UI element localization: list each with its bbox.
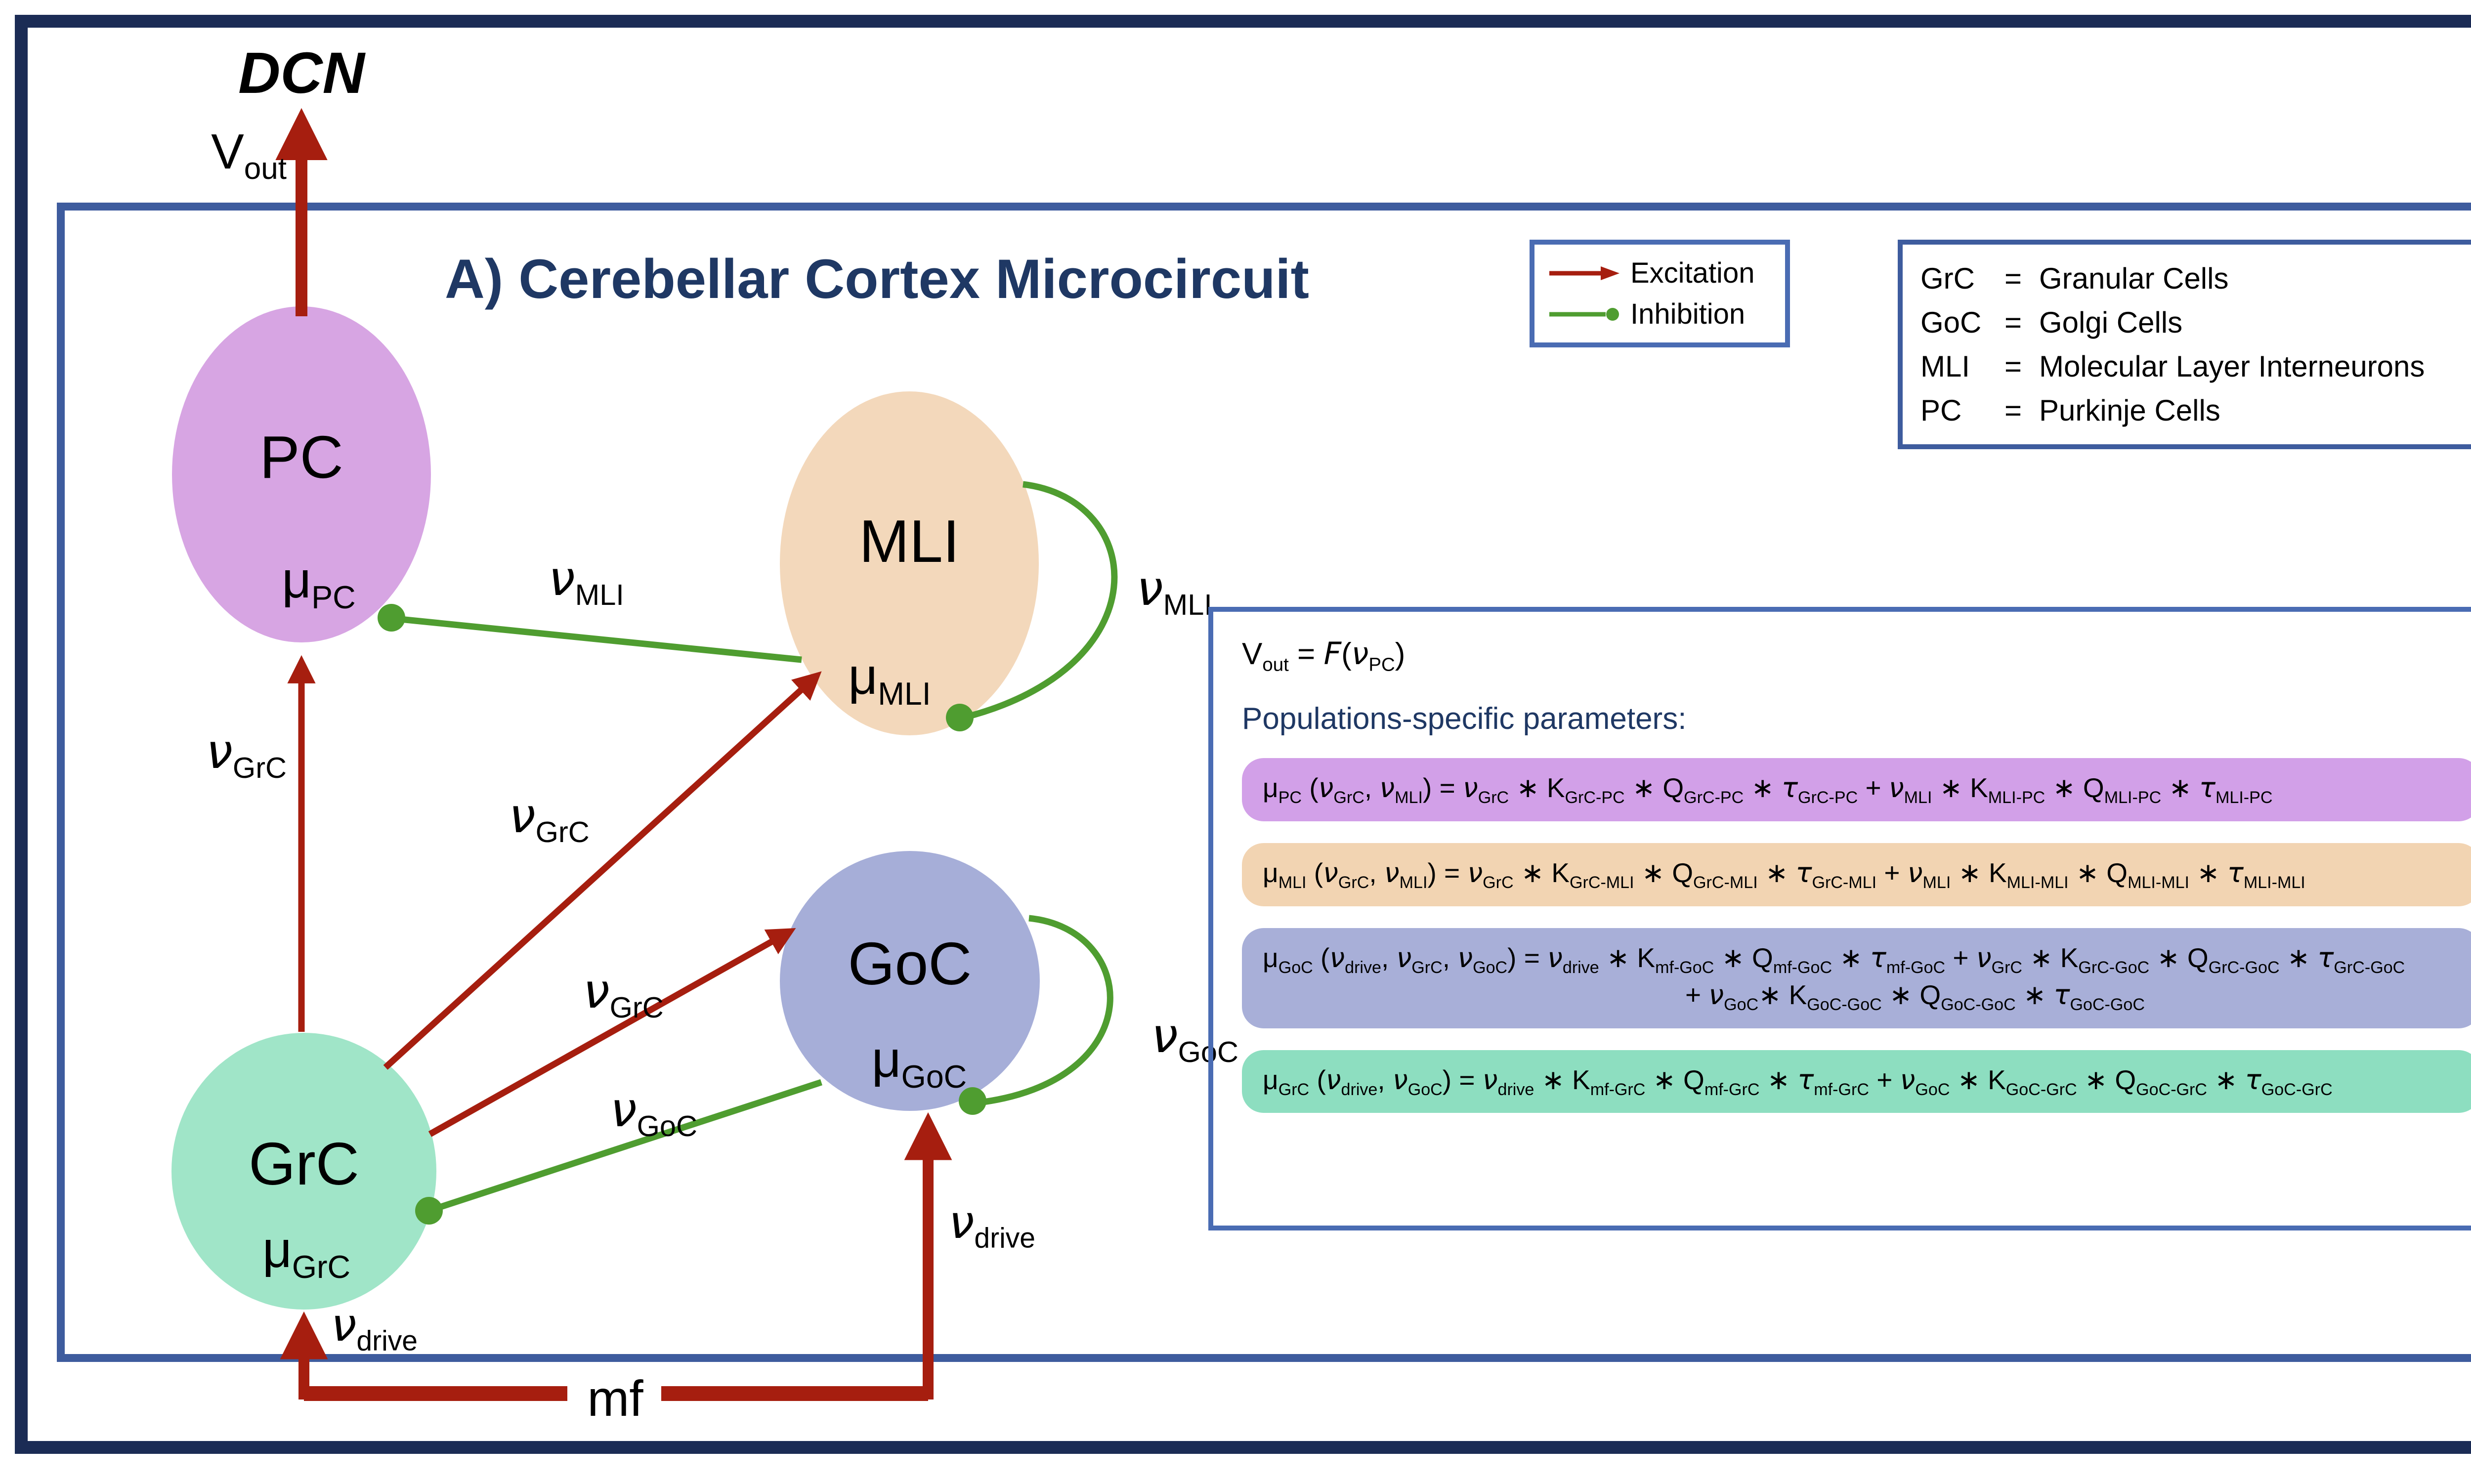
nu-drive-left-label: νdrive	[331, 1299, 418, 1357]
abbreviation-row-grc: GrC = Granular Cells	[1920, 261, 2471, 296]
pc-label: PC	[259, 424, 343, 491]
abbrev-eq: =	[2004, 306, 2022, 339]
dcn-label: DCN	[238, 41, 365, 106]
abbreviation-row-goc: GoC = Golgi Cells	[1920, 305, 2471, 339]
abbrev-eq: =	[2004, 394, 2022, 427]
mli-label: MLI	[859, 508, 960, 575]
nu-mli-self-label: νMLI	[1137, 561, 1212, 622]
panel-a-title: A) Cerebellar Cortex Microcircuit	[445, 248, 1309, 310]
mf-label: mf	[587, 1370, 643, 1427]
formulas-heading: Populations-specific parameters:	[1242, 702, 1687, 736]
nu-grc-mli-label: νGrC	[509, 788, 590, 849]
pc-node-circle	[172, 306, 431, 642]
mli-rate-formula: μMLI (νGrC, νMLI) = νGrC ∗ KGrC-MLI ∗ QG…	[1242, 843, 2471, 906]
nu-drive-right-label: νdrive	[949, 1196, 1036, 1254]
legend-row-excitation: Excitation	[1547, 256, 1772, 290]
abbrev-name: Granular Cells	[2039, 262, 2229, 295]
excitation-arrow-icon	[1549, 266, 1619, 280]
nu-goc-self-label: νGoC	[1151, 1008, 1238, 1069]
abbrev-key: PC	[1920, 394, 1962, 427]
pc-mu-label: μPC	[282, 551, 356, 615]
grc-node-circle	[171, 1033, 436, 1310]
nu-grc-goc-label: νGrC	[583, 964, 664, 1024]
abbrev-key: MLI	[1920, 350, 1970, 383]
grc-mu-label: μGrC	[262, 1221, 351, 1285]
abbrev-eq: =	[2004, 262, 2022, 295]
outer-frame	[15, 15, 2471, 1454]
nu-mli-pc-label: νMLI	[549, 551, 624, 612]
vout-label: Vout	[211, 124, 287, 186]
formulas-box: Vout = F(νPC) Populations-specific param…	[1208, 607, 2471, 1230]
vout-formula: Vout = F(νPC)	[1242, 636, 1406, 676]
abbreviation-row-pc: PC = Purkinje Cells	[1920, 393, 2471, 427]
goc-rate-formula-line2: + νGoC∗ KGoC-GoC ∗ QGoC-GoC ∗ τGoC-GoC	[1685, 979, 2145, 1015]
inhibition-line-icon	[1549, 307, 1619, 321]
abbrev-name: Golgi Cells	[2039, 306, 2183, 339]
legend-row-inhibition: Inhibition	[1547, 297, 1772, 331]
pc-rate-formula: μPC (νGrC, νMLI) = νGrC ∗ KGrC-PC ∗ QGrC…	[1242, 758, 2471, 821]
mli-mu-label: μMLI	[848, 648, 931, 712]
abbrev-key: GoC	[1920, 306, 1982, 339]
abbrev-name: Purkinje Cells	[2039, 394, 2220, 427]
grc-rate-formula: μGrC (νdrive, νGoC) = νdrive ∗ Kmf-GrC ∗…	[1242, 1050, 2471, 1113]
goc-rate-formula-line1: μGoC (νdrive, νGrC, νGoC) = νdrive ∗ Kmf…	[1263, 941, 2405, 977]
goc-label: GoC	[848, 930, 972, 997]
goc-rate-formula: μGoC (νdrive, νGrC, νGoC) = νdrive ∗ Kmf…	[1242, 928, 2471, 1028]
abbrev-key: GrC	[1920, 262, 1975, 295]
abbrev-eq: =	[2004, 350, 2022, 383]
legend-excitation-label: Excitation	[1630, 257, 1755, 289]
abbreviation-row-mli: MLI = Molecular Layer Interneurons	[1920, 349, 2471, 383]
legend-inhibition-label: Inhibition	[1630, 298, 1746, 330]
nu-grc-pc-label: νGrC	[206, 724, 287, 785]
legend-box: Excitation Inhibition	[1530, 240, 1790, 347]
nu-goc-grc-label: νGoC	[610, 1082, 697, 1143]
grc-label: GrC	[249, 1130, 359, 1197]
goc-mu-label: μGoC	[871, 1031, 967, 1095]
panel-a-box	[57, 203, 2471, 1362]
abbrev-name: Molecular Layer Interneurons	[2039, 350, 2425, 383]
